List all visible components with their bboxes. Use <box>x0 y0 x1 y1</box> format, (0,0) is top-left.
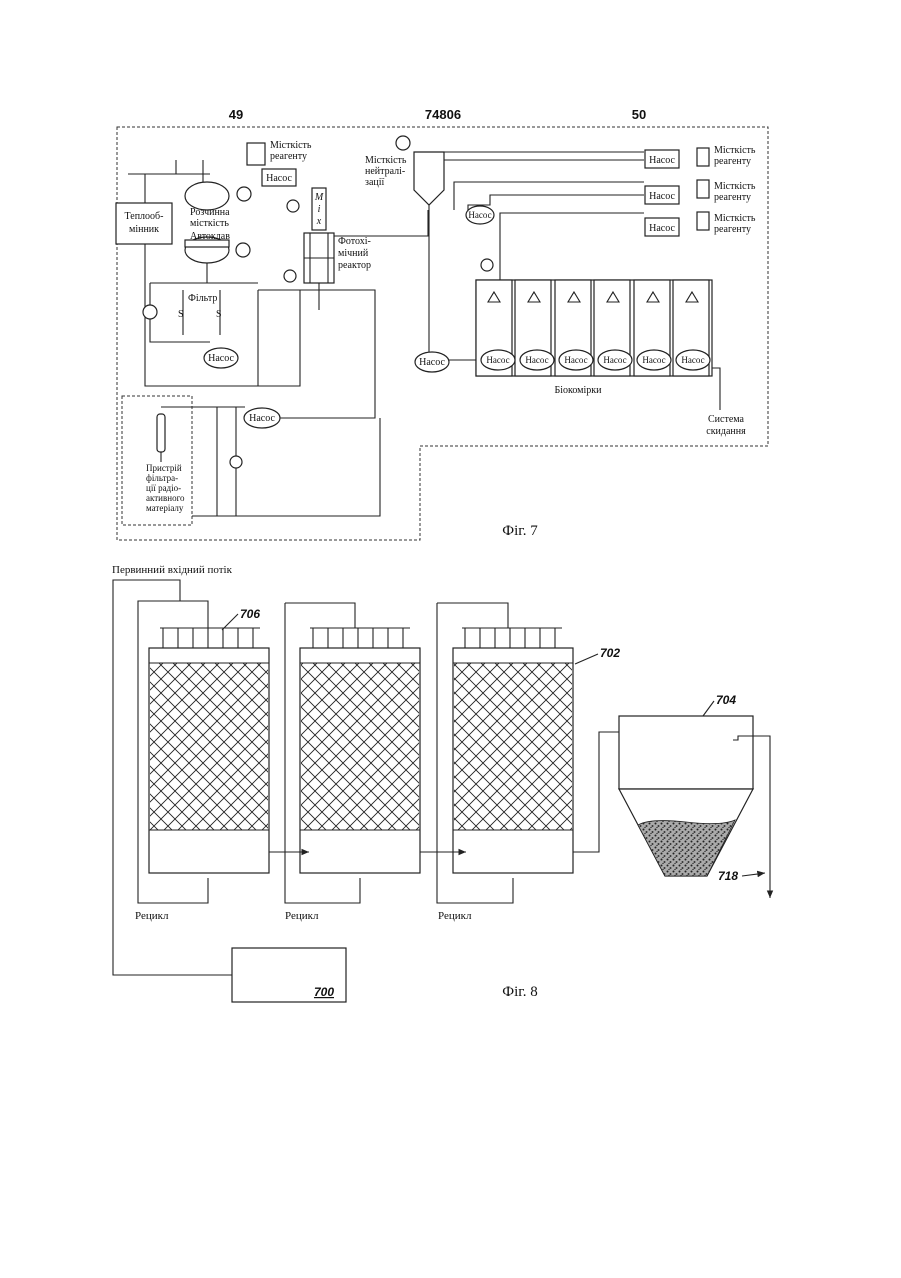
heat-exchanger-label-1: Теплооб- <box>125 211 164 222</box>
radioactive-filter-label-4: активного <box>146 493 185 503</box>
ref-702-leader <box>575 654 598 664</box>
ref-718: 718 <box>718 869 738 883</box>
dissolve-tank-label-1: Розчинна <box>190 207 230 218</box>
radioactive-filter-label-3: ції радіо- <box>146 483 181 493</box>
radioactive-filter-label-2: фільтра- <box>146 473 178 483</box>
fig7-pipe-top <box>176 160 203 186</box>
fig7-pipe-to-neutral <box>334 210 428 236</box>
neutral-tank-label-2: нейтралі- <box>365 166 405 177</box>
pump-reagent-2-label: Насос <box>649 191 675 202</box>
pump-reagent-1-label: Насос <box>649 155 675 166</box>
photo-reactor-label-3: реактор <box>338 260 371 271</box>
reagent-tank-2 <box>697 180 709 198</box>
filter-label: Фільтр <box>188 293 217 304</box>
reactor-gauge-top <box>287 200 299 212</box>
page-number-right: 50 <box>632 107 646 122</box>
mixer-m: M <box>314 192 324 203</box>
settler-704 <box>619 716 770 898</box>
reagent-tank-3 <box>697 212 709 230</box>
pump-filter-label: Насос <box>208 353 234 364</box>
neutral-tank-gauge <box>396 136 410 150</box>
autoclave-label: Автоклав <box>190 231 230 242</box>
reactor-2 <box>285 603 420 903</box>
patent-number: 74806 <box>425 107 461 122</box>
neutral-tank-label-3: зації <box>365 177 385 188</box>
ref-718-leader <box>742 873 765 876</box>
svg-text:Насос: Насос <box>642 355 665 365</box>
recycle-label-1: Рецикл <box>135 910 169 922</box>
reagent-tank-top-label-1: Місткість <box>270 140 312 151</box>
svg-text:Насос: Насос <box>603 355 626 365</box>
neutral-tank <box>414 152 444 205</box>
photo-reactor-label-1: Фотохі- <box>338 236 371 247</box>
reagent-tank-top <box>247 143 265 165</box>
mixer-x: x <box>316 216 322 227</box>
reactor-3-media <box>454 663 572 830</box>
discharge-pipe <box>712 368 720 410</box>
reagent-tank-1-label-2: реагенту <box>714 156 751 167</box>
dissolve-tank-gauge <box>237 187 251 201</box>
radioactive-filter-label-5: матеріалу <box>146 503 184 513</box>
reagent-tank-top-label-2: реагенту <box>270 151 307 162</box>
page-number-left: 49 <box>229 107 243 122</box>
biocells-label: Біокомірки <box>555 385 603 396</box>
reactor-3-distributor <box>437 603 562 648</box>
radioactive-column <box>157 414 165 452</box>
pump-neutral-label: Насос <box>468 210 491 220</box>
fig8-caption: Фіг. 8 <box>502 984 537 1000</box>
ref-702: 702 <box>600 646 620 660</box>
discharge-label-2: скидання <box>706 426 746 437</box>
reactor-2-distributor <box>285 603 410 648</box>
mixer-i: i <box>318 204 321 215</box>
recycle-label-3: Рецикл <box>438 910 472 922</box>
dissolve-tank-label-2: місткість <box>190 218 229 229</box>
dissolve-tank <box>185 182 229 210</box>
recycle-label-2: Рецикл <box>285 910 319 922</box>
settler-sludge <box>638 820 735 876</box>
reagent-tank-2-label-2: реагенту <box>714 192 751 203</box>
reactor-1-media <box>150 663 268 830</box>
fig7-caption: Фіг. 7 <box>502 523 538 539</box>
primary-input-label: Первинний вхідний потік <box>112 564 233 576</box>
svg-text:Насос: Насос <box>486 355 509 365</box>
reagent-tank-1-label-1: Місткість <box>714 145 756 156</box>
fig8-diagram: Первинний вхідний потік 700 <box>112 564 770 1002</box>
heat-exchanger-label-2: мінник <box>129 224 159 235</box>
ref-700: 700 <box>314 985 334 999</box>
svg-text:Насос: Насос <box>525 355 548 365</box>
radioactive-filter-label-1: Пристрій <box>146 463 182 473</box>
fig7-diagram: Теплооб- мінник Розчинна місткість Авток… <box>116 127 768 540</box>
pump-reagent-3-label: Насос <box>649 223 675 234</box>
reactor-2-media <box>301 663 419 830</box>
reagent-tank-3-label-2: реагенту <box>714 224 751 235</box>
reagent-tank-2-label-1: Місткість <box>714 181 756 192</box>
reactor-3 <box>437 603 573 903</box>
reactor-1 <box>138 601 269 873</box>
svg-text:Насос: Насос <box>564 355 587 365</box>
filter-s-left: S <box>178 309 184 320</box>
autoclave-gauge <box>236 243 250 257</box>
settler-upper <box>619 716 753 789</box>
pump-radioactive-label: Насос <box>249 413 275 424</box>
pump-reagent-top-label: Насос <box>266 173 292 184</box>
biocell-gauge <box>481 259 493 271</box>
fig7-pipe-center <box>245 283 375 418</box>
pump-biocell-label: Насос <box>419 357 445 368</box>
neutral-tank-label-1: Місткість <box>365 155 407 166</box>
reactor-gauge-bottom <box>284 270 296 282</box>
ref-704-leader <box>703 701 714 716</box>
reagent-tank-3-label-1: Місткість <box>714 213 756 224</box>
radioactive-gauge <box>230 456 242 468</box>
filter-gauge <box>143 305 157 319</box>
discharge-label-1: Система <box>708 414 745 425</box>
ref-706: 706 <box>240 607 260 621</box>
reagent-tank-1 <box>697 148 709 166</box>
photo-reactor-label-2: мічний <box>338 248 369 259</box>
svg-text:Насос: Насос <box>681 355 704 365</box>
filter-s-right: S <box>216 309 222 320</box>
ref-704: 704 <box>716 693 736 707</box>
